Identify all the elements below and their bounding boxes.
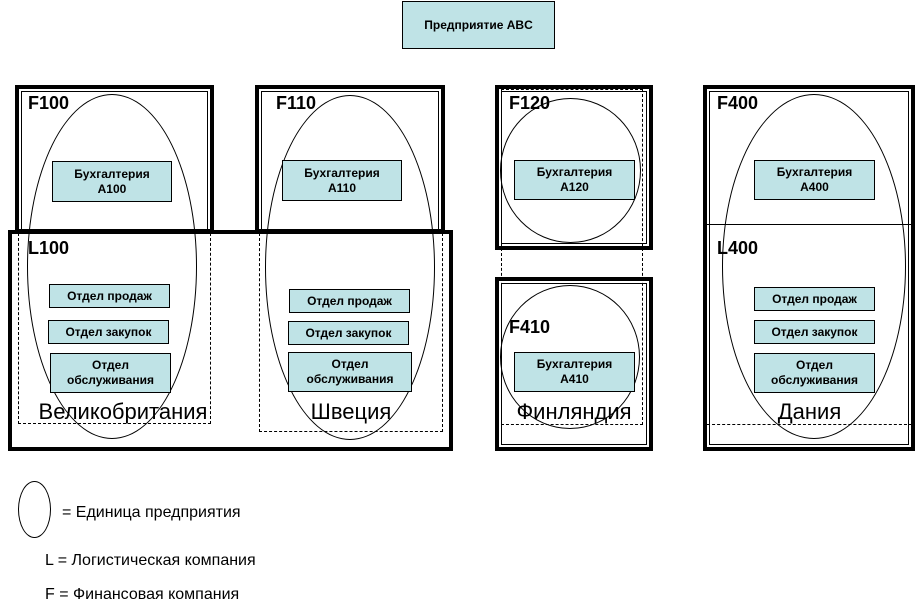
uk-enterprise-unit-ellipse — [27, 94, 197, 439]
uk-logistics-code: L100 — [28, 238, 70, 258]
sweden-enterprise-unit-ellipse — [265, 95, 435, 440]
sweden-sales-dept: Отдел продаж — [289, 289, 410, 313]
denmark-finance-code: F400 — [717, 93, 759, 113]
denmark-logistics-code: L400 — [717, 238, 759, 258]
sweden-finance-code: F110 — [276, 93, 317, 113]
uk-sales-dept: Отдел продаж — [49, 284, 170, 308]
denmark-sales-dept: Отдел продаж — [754, 287, 875, 311]
legend-finance-text: F = Финансовая компания — [45, 586, 240, 603]
finland-f120-ellipse — [500, 98, 641, 243]
denmark-service-dept: Отдел обслуживания — [754, 353, 875, 393]
legend-logistics-text: L = Логистическая компания — [45, 552, 256, 569]
uk-finance-code: F100 — [28, 93, 70, 113]
company-box: Предприятие ABC — [402, 1, 555, 49]
uk-country-label: Великобритания — [38, 399, 208, 424]
uk-finance-inner — [21, 91, 208, 233]
sweden-service-dept: Отдел обслуживания — [288, 352, 412, 392]
uk-sweden-logistics-frame — [8, 230, 453, 451]
uk-purchasing-dept: Отдел закупок — [48, 320, 169, 344]
denmark-purchasing-dept: Отдел закупок — [754, 320, 875, 344]
company-label: Предприятие ABC — [424, 17, 533, 32]
finland-accounting-a120: Бухгалтерия A120 — [514, 160, 635, 200]
denmark-inner — [709, 91, 909, 445]
uk-accounting-box: Бухгалтерия A100 — [52, 161, 172, 202]
denmark-accounting-box: Бухгалтерия A400 — [754, 160, 875, 200]
uk-service-dept: Отдел обслуживания — [50, 353, 171, 393]
finland-f410-ellipse — [500, 285, 640, 429]
sweden-purchasing-dept: Отдел закупок — [288, 321, 409, 345]
denmark-frame — [703, 85, 915, 451]
finland-country-label: Финляндия — [516, 399, 632, 424]
finland-f120-code: F120 — [509, 93, 551, 113]
denmark-country-label: Дания — [777, 399, 842, 424]
finland-f410-code: F410 — [509, 317, 551, 337]
sweden-finance-inner — [261, 91, 439, 233]
finland-accounting-a410: Бухгалтерия A410 — [514, 352, 635, 392]
sweden-accounting-box: Бухгалтерия A110 — [282, 160, 402, 201]
legend-ellipse-icon — [18, 481, 51, 538]
denmark-enterprise-unit-ellipse — [722, 94, 906, 439]
legend-unit-text: = Единица предприятия — [62, 504, 241, 521]
sweden-country-label: Швеция — [310, 399, 392, 424]
